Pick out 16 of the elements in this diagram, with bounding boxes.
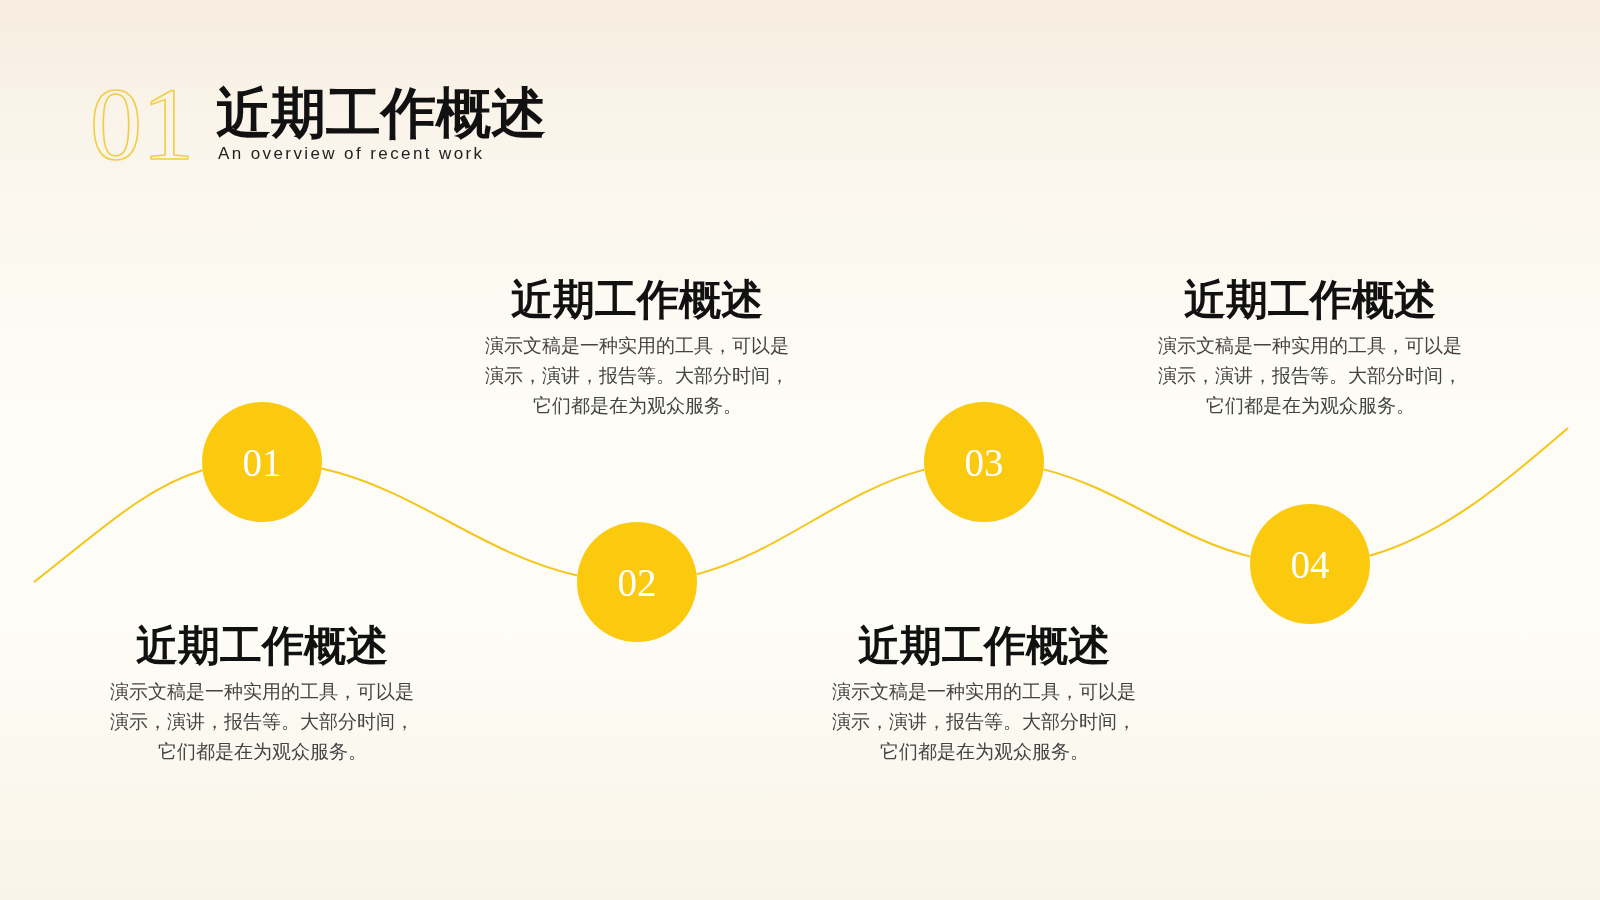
step-heading: 近期工作概述 — [858, 621, 1110, 671]
step-description: 演示文稿是一种实用的工具，可以是演示，演讲，报告等。大部分时间，它们都是在为观众服务。 — [110, 680, 414, 764]
curve-line — [33, 469, 204, 583]
slide-title: 近期工作概述 — [216, 80, 546, 146]
curve-line — [1042, 468, 1252, 558]
curve-line — [1368, 427, 1569, 557]
step-description: 演示文稿是一种实用的工具，可以是演示，演讲，报告等。大部分时间，它们都是在为观众服务。 — [832, 680, 1136, 764]
step-heading: 近期工作概述 — [511, 275, 763, 325]
step-heading: 近期工作概述 — [1184, 275, 1436, 325]
section-number: 01 — [90, 72, 194, 176]
curve-line — [320, 467, 579, 577]
step-heading: 近期工作概述 — [136, 621, 388, 671]
step-description: 演示文稿是一种实用的工具，可以是演示，演讲，报告等。大部分时间，它们都是在为观众服务。 — [1158, 334, 1462, 418]
step-description: 演示文稿是一种实用的工具，可以是演示，演讲，报告等。大部分时间，它们都是在为观众服务。 — [485, 334, 789, 418]
curve-line — [695, 468, 926, 576]
slide-subtitle: An overview of recent work — [218, 144, 485, 165]
